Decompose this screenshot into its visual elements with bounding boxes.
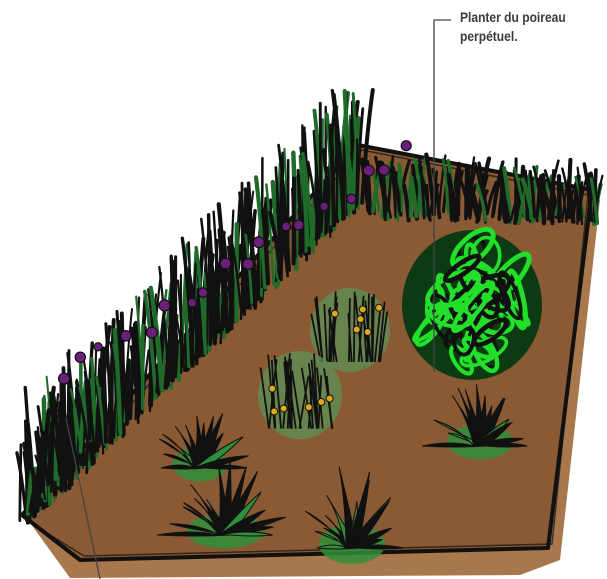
- chive-flower: [282, 222, 291, 231]
- chive-flower: [198, 288, 207, 297]
- yellow-flower: [269, 385, 276, 392]
- yellow-flower: [318, 399, 325, 406]
- chive-flower: [146, 327, 157, 338]
- yellow-flower: [326, 395, 333, 402]
- chive-flower: [188, 298, 197, 307]
- grass-blade: [337, 158, 338, 220]
- grass-blade: [559, 176, 560, 217]
- grass-blade: [458, 164, 459, 215]
- chive-flower: [253, 237, 264, 248]
- chive-flower: [320, 202, 328, 210]
- yellow-flower: [359, 306, 366, 313]
- chive-flower: [94, 343, 102, 351]
- yellow-flower: [271, 408, 278, 415]
- chive-flower: [401, 141, 411, 151]
- chive-flower: [75, 352, 85, 362]
- chive-flower: [121, 331, 131, 341]
- chive-flower: [363, 165, 374, 176]
- yellow-flower: [376, 304, 383, 311]
- yellow-flower: [280, 405, 287, 412]
- chive-flower: [59, 373, 70, 384]
- yellow-flower: [305, 404, 312, 411]
- chive-flower: [347, 194, 356, 203]
- yellow-flower: [364, 328, 371, 335]
- yellow-flower: [353, 326, 360, 333]
- grass-blade: [104, 375, 106, 442]
- callout-label: Planter du poireau perpétuel.: [460, 8, 589, 46]
- chive-flower: [379, 165, 390, 176]
- callout-label-line-2: perpétuel.: [460, 27, 589, 46]
- grass-blade: [401, 167, 402, 211]
- chive-flower: [243, 259, 254, 270]
- chive-flower: [220, 258, 231, 269]
- callout-label-line-1: Planter du poireau: [460, 8, 589, 27]
- grass-blade: [552, 178, 553, 224]
- yellow-flower: [331, 310, 338, 317]
- yellow-flower: [357, 316, 364, 323]
- chive-flower: [159, 300, 170, 311]
- chive-flower: [294, 220, 304, 230]
